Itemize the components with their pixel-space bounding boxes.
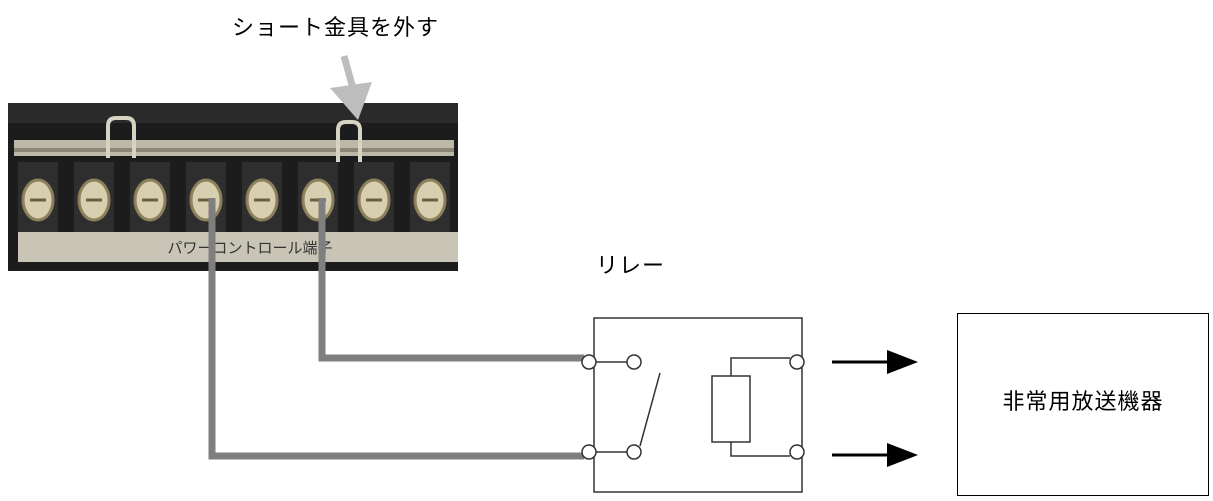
terminal-screws	[18, 162, 450, 232]
callout-arrow	[330, 55, 372, 120]
emergency-broadcast-device-box: 非常用放送機器	[957, 313, 1209, 496]
output-arrow-top	[832, 350, 918, 374]
relay-switch-contact	[639, 372, 661, 447]
short-bar-right	[336, 120, 362, 162]
relay-label: リレー	[596, 254, 666, 279]
short-bar-left	[106, 116, 136, 158]
relay-coil	[711, 375, 751, 443]
relay-outline	[593, 317, 803, 493]
wire-lower	[208, 198, 584, 460]
terminal-nameplate-text: パワーコントロール端子	[167, 239, 332, 257]
emergency-broadcast-device-label: 非常用放送機器	[1002, 390, 1164, 415]
relay-symbol	[581, 317, 805, 493]
terminal-block: パワーコントロール端子	[8, 103, 458, 271]
relay-terminal-3	[789, 354, 805, 370]
terminal-nameplate	[18, 232, 458, 262]
output-arrow-bottom	[832, 443, 918, 467]
relay-terminal-2	[581, 444, 597, 460]
remove-short-bar-label: ショート金具を外す	[232, 16, 440, 41]
relay-terminal-1	[581, 354, 597, 370]
wire-upper	[318, 198, 584, 362]
relay-terminal-4	[789, 444, 805, 460]
